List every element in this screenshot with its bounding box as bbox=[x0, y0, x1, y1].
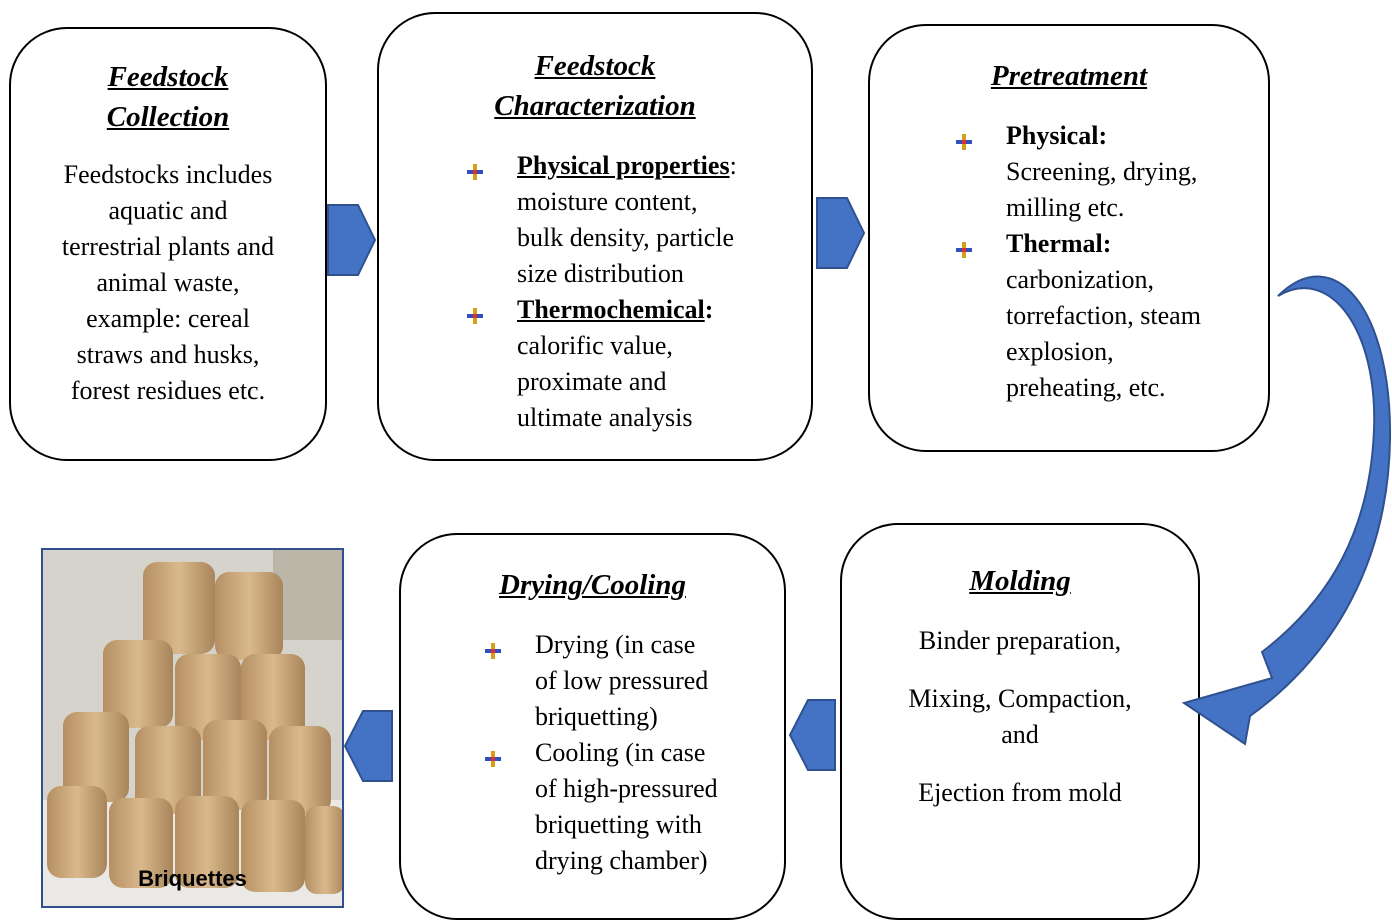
text-line: Screening, drying, bbox=[1006, 157, 1198, 186]
bullet-icon bbox=[485, 633, 501, 659]
briquettes-label: Briquettes bbox=[138, 866, 247, 891]
list-item: Drying (in case of low pressured briquet… bbox=[485, 627, 775, 735]
title-line: Collection bbox=[106, 101, 230, 133]
text-line: Feedstocks includes bbox=[63, 160, 273, 189]
text-line: size distribution bbox=[517, 259, 684, 288]
text-line: forest residues etc. bbox=[70, 376, 266, 405]
text-line: proximate and bbox=[517, 367, 667, 396]
list-item: Physical: Screening, drying, milling etc… bbox=[956, 118, 1266, 226]
text-line: of low pressured bbox=[535, 666, 709, 695]
text-line: moisture content, bbox=[517, 187, 698, 216]
bullet-icon bbox=[467, 298, 483, 324]
text-line: preheating, etc. bbox=[1006, 373, 1166, 402]
molding-box: Molding Binder preparation, Mixing, Comp… bbox=[840, 523, 1200, 920]
text-line: straws and husks, bbox=[76, 340, 260, 369]
feedstock-collection-title: Feedstock Collection bbox=[11, 57, 325, 137]
text-line: animal waste, bbox=[96, 268, 240, 297]
feedstock-collection-text: Feedstocks includes aquatic and terrestr… bbox=[21, 157, 315, 409]
text-line: Drying (in case bbox=[535, 630, 696, 659]
item-heading: Thermochemical bbox=[517, 295, 705, 324]
text-line: bulk density, particle bbox=[517, 223, 735, 252]
briquettes-illustration bbox=[43, 550, 342, 906]
text-line: carbonization, bbox=[1006, 265, 1154, 294]
drying-cooling-title: Drying/Cooling bbox=[499, 569, 686, 601]
text-line: milling etc. bbox=[1006, 193, 1125, 222]
drying-cooling-box: Drying/Cooling Drying (in case of low pr… bbox=[399, 533, 786, 920]
pretreatment-box: Pretreatment Physical: Screening, drying… bbox=[868, 24, 1270, 452]
drying-list: Drying (in case of low pressured briquet… bbox=[485, 627, 775, 879]
text-line: Ejection from mold bbox=[918, 778, 1122, 807]
feedstock-collection-box: Feedstock Collection Feedstocks includes… bbox=[9, 27, 327, 461]
text-line: Cooling (in case bbox=[535, 738, 706, 767]
text-line: calorific value, bbox=[517, 331, 673, 360]
arrow-right-icon bbox=[327, 204, 377, 276]
text-line: explosion, bbox=[1006, 337, 1114, 366]
characterization-list: Physical properties: moisture content, b… bbox=[467, 148, 807, 436]
item-heading: Thermal: bbox=[1006, 229, 1112, 258]
text-line: Binder preparation, bbox=[918, 626, 1122, 655]
arrow-right-icon bbox=[816, 197, 866, 269]
text-line: of high-pressured bbox=[535, 774, 718, 803]
briquettes-photo: Briquettes bbox=[41, 548, 344, 908]
title-line: Feedstock bbox=[534, 50, 656, 82]
molding-text: Binder preparation, Mixing, Compaction, … bbox=[852, 623, 1188, 811]
feedstock-characterization-title: Feedstock Characterization bbox=[379, 46, 811, 126]
item-suffix: : bbox=[704, 295, 714, 324]
arrow-left-icon bbox=[343, 710, 393, 782]
molding-title: Molding bbox=[969, 565, 1071, 597]
bullet-icon bbox=[467, 154, 483, 180]
text-line: ultimate analysis bbox=[517, 403, 693, 432]
pretreatment-list: Physical: Screening, drying, milling etc… bbox=[956, 118, 1266, 406]
bullet-icon bbox=[485, 741, 501, 767]
text-line: terrestrial plants and bbox=[61, 232, 275, 261]
item-suffix: : bbox=[729, 151, 737, 180]
text-line: briquetting) bbox=[535, 702, 658, 731]
text-line: briquetting with bbox=[535, 810, 702, 839]
text-line: aquatic and bbox=[108, 196, 228, 225]
pretreatment-title: Pretreatment bbox=[990, 60, 1148, 92]
text-line: Mixing, Compaction, bbox=[908, 684, 1132, 713]
feedstock-characterization-box: Feedstock Characterization Physical prop… bbox=[377, 12, 813, 461]
list-item: Physical properties: moisture content, b… bbox=[467, 148, 807, 292]
arrow-left-icon bbox=[788, 699, 836, 771]
list-item: Thermochemical: calorific value, proxima… bbox=[467, 292, 807, 436]
text-line: and bbox=[1001, 720, 1039, 749]
title-line: Feedstock bbox=[107, 61, 229, 93]
text-line: torrefaction, steam bbox=[1006, 301, 1201, 330]
text-line: drying chamber) bbox=[535, 846, 708, 875]
title-line: Characterization bbox=[494, 90, 696, 122]
text-line: example: cereal bbox=[86, 304, 250, 333]
list-item: Thermal: carbonization, torrefaction, st… bbox=[956, 226, 1266, 406]
item-heading: Physical: bbox=[1006, 121, 1108, 150]
bullet-icon bbox=[956, 232, 972, 258]
item-heading: Physical properties bbox=[517, 151, 730, 180]
list-item: Cooling (in case of high-pressured briqu… bbox=[485, 735, 775, 879]
bullet-icon bbox=[956, 124, 972, 150]
